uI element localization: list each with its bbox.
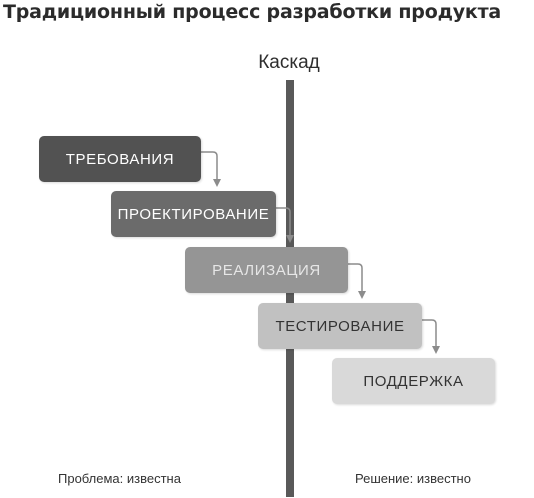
diagram-title: Традиционный процесс разработки продукта (3, 1, 502, 23)
connector-arrow-1 (201, 151, 221, 187)
connector-arrow-4 (422, 319, 440, 354)
connector-arrow-2 (276, 207, 294, 243)
stage-implementation: РЕАЛИЗАЦИЯ (185, 247, 348, 293)
stage-requirements: ТРЕБОВАНИЯ (39, 136, 201, 182)
footer-problem-label: Проблема: известна (58, 471, 181, 486)
footer-solution-label: Решение: известно (355, 471, 471, 486)
connector-arrow-3 (348, 263, 366, 299)
stage-design: ПРОЕКТИРОВАНИЕ (111, 191, 276, 237)
stage-maintenance: ПОДДЕРЖКА (332, 358, 495, 404)
axis-label: Каскад (258, 52, 320, 73)
stage-testing: ТЕСТИРОВАНИЕ (258, 303, 422, 349)
